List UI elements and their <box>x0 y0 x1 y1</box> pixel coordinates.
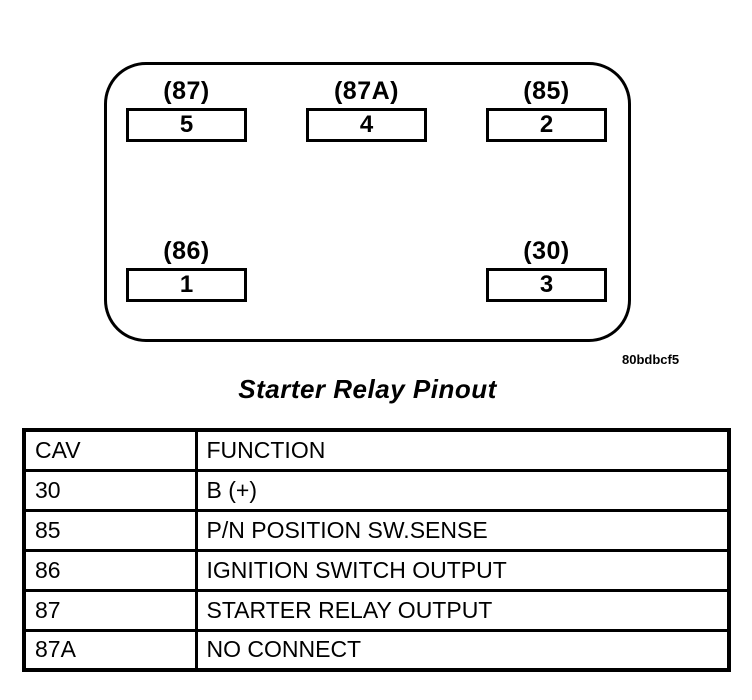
cell-cav: 87 <box>22 588 198 632</box>
pinout-table: CAV FUNCTION 30 B (+) 85 P/N POSITION SW… <box>22 428 731 672</box>
pin-terminal-box: 3 <box>486 268 607 302</box>
cell-cav: 86 <box>22 548 198 592</box>
figure-code: 80bdbcf5 <box>622 352 680 367</box>
table-row: 85 P/N POSITION SW.SENSE <box>22 508 731 552</box>
header-cell-function: FUNCTION <box>194 428 731 472</box>
table-row: 30 B (+) <box>22 468 731 512</box>
pin-group-87a: (87A) 4 <box>306 76 427 142</box>
pin-group-87: (87) 5 <box>126 76 247 142</box>
table-row: 87A NO CONNECT <box>22 628 731 672</box>
pin-cavity-label: (87) <box>163 77 210 105</box>
pin-cavity-label: (30) <box>523 237 570 265</box>
pin-terminal-box: 5 <box>126 108 247 142</box>
cell-function: IGNITION SWITCH OUTPUT <box>194 548 731 592</box>
cell-function: P/N POSITION SW.SENSE <box>194 508 731 552</box>
cell-function: B (+) <box>194 468 731 512</box>
cell-cav: 87A <box>22 628 198 672</box>
cell-function: STARTER RELAY OUTPUT <box>194 588 731 632</box>
pin-terminal-box: 1 <box>126 268 247 302</box>
table-header-row: CAV FUNCTION <box>22 428 731 472</box>
cell-function: NO CONNECT <box>194 628 731 672</box>
cell-cav: 30 <box>22 468 198 512</box>
pin-group-86: (86) 1 <box>126 236 247 302</box>
pin-group-85: (85) 2 <box>486 76 607 142</box>
pin-group-30: (30) 3 <box>486 236 607 302</box>
pin-cavity-label: (87A) <box>333 77 399 105</box>
figure-caption: Starter Relay Pinout <box>238 374 497 404</box>
cell-cav: 85 <box>22 508 198 552</box>
pin-terminal-box: 2 <box>486 108 607 142</box>
pin-cavity-label: (85) <box>523 77 570 105</box>
table-row: 86 IGNITION SWITCH OUTPUT <box>22 548 731 592</box>
pin-cavity-label: (86) <box>163 237 210 265</box>
table-row: 87 STARTER RELAY OUTPUT <box>22 588 731 632</box>
pin-terminal-box: 4 <box>306 108 427 142</box>
header-cell-cav: CAV <box>22 428 198 472</box>
